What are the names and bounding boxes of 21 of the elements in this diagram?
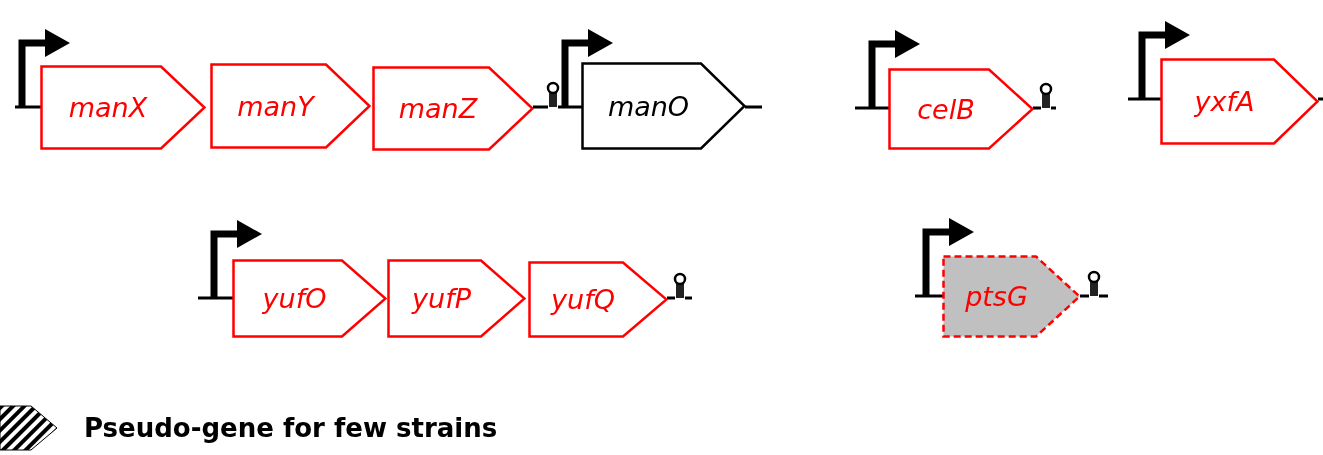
gene-name: manX <box>68 94 149 121</box>
gene-symbol <box>40 65 206 150</box>
gene-symbol <box>942 255 1081 338</box>
gene-symbol <box>1160 58 1319 145</box>
gene-symbol <box>210 63 371 149</box>
gene-symbol <box>581 62 746 150</box>
gene-name: manY <box>237 92 316 120</box>
gene-name: manZ <box>398 95 479 122</box>
gene-name: yufQ <box>551 286 616 313</box>
gene-name: yufO <box>262 285 328 312</box>
gene-name: celB <box>917 95 976 123</box>
gene-name: manO <box>607 92 691 120</box>
gene-symbol <box>372 66 534 151</box>
gene-symbol <box>888 68 1034 150</box>
gene-name: yufP <box>412 285 472 312</box>
gene-symbol <box>232 259 387 338</box>
legend-label: Pseudo-gene for few strains <box>84 415 498 441</box>
gene-symbol <box>387 259 526 338</box>
gene-name: yxfA <box>1194 88 1256 115</box>
gene-name: ptsG <box>965 283 1029 310</box>
gene-symbol <box>528 261 668 338</box>
